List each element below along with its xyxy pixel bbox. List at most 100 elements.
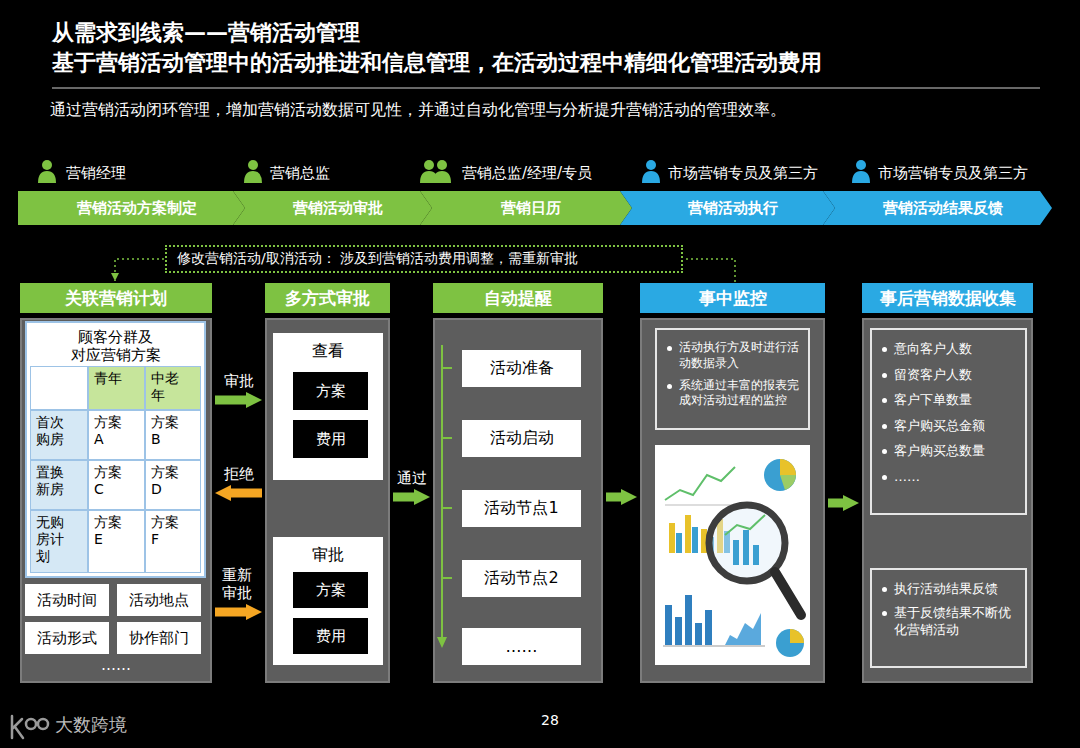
bullet-box: 活动执行方及时进行活动数据录入系统通过丰富的报表完成对活动过程的监控: [655, 328, 810, 430]
block-arrow: [215, 396, 246, 405]
note-box: 修改营销活动/取消活动： 涉及到营销活动费用调整，需重新审批: [165, 245, 683, 273]
bullet-dot: [882, 398, 887, 403]
note-label: ……: [20, 656, 212, 674]
bullet-dot: [882, 587, 887, 592]
bullet-box: 意向客户人数留资客户人数客户下单数量客户购买总金额客户购买总数量……: [870, 328, 1027, 515]
report-illustration: [655, 445, 810, 665]
bullet-dot: [882, 424, 887, 429]
reminder-step: 活动节点2: [462, 560, 581, 597]
item-box: 方案: [293, 572, 368, 608]
approval-group: 审批方案费用: [273, 537, 383, 665]
bullet-dot: [882, 611, 887, 616]
bullet-dot: [882, 347, 887, 352]
item-box: 费用: [293, 420, 368, 458]
role-label: 营销总监/经理/专员: [462, 164, 592, 182]
table-cell: 无购房计划: [30, 510, 88, 573]
node-text: 费用: [316, 627, 346, 646]
node-text: 活动节点1: [484, 498, 558, 519]
table-cell: 首次购房: [30, 410, 88, 460]
block-arrow: [828, 499, 843, 508]
node-text: 营销日历: [501, 199, 561, 218]
node-text: 活动地点: [129, 591, 189, 610]
block-arrow: [393, 493, 414, 502]
node-text: 顾客分群及 对应营销方案: [56, 328, 176, 364]
reminder-step: 活动节点1: [462, 490, 581, 527]
node-text: 营销活动方案制定: [77, 199, 197, 218]
bullet-dot: [667, 346, 672, 351]
process-chevron: 营销活动方案制定: [18, 191, 245, 225]
bullet-dot: [882, 373, 887, 378]
process-chevron: 营销日历: [420, 191, 632, 225]
field-box: 活动地点: [117, 584, 201, 616]
bullet-text: 客户下单数量: [880, 391, 1019, 409]
table-cell: 中老年: [145, 366, 201, 410]
arrow-label: 重新审批: [222, 566, 255, 602]
bullet-text: ……: [880, 468, 1019, 486]
node-text: 营销活动审批: [293, 199, 383, 218]
node-text: 协作部门: [129, 629, 189, 648]
column-panel: 多方式审批查看方案费用审批方案费用: [265, 283, 390, 683]
node-text: 修改营销活动/取消活动： 涉及到营销活动费用调整，需重新审批: [177, 250, 578, 268]
watermark-logo: [12, 716, 48, 738]
column-header: 关联营销计划: [20, 283, 212, 313]
person-icons: [38, 160, 451, 183]
reminder-step: ……: [462, 628, 581, 665]
table-corner-cell: [30, 366, 88, 410]
approval-group: 查看方案费用: [273, 333, 383, 480]
field-box: 活动时间: [25, 584, 109, 616]
node-text: 营销活动结果反馈: [883, 199, 1003, 218]
bullet-text: 意向客户人数: [880, 340, 1019, 358]
bullet-dot: [667, 384, 672, 389]
title: 从需求到线索——营销活动管理: [52, 20, 360, 46]
block-arrow: [231, 489, 262, 498]
column-panel: 自动提醒活动准备活动启动活动节点1 活动节点2 ……: [433, 283, 603, 683]
chevron-fill: [233, 191, 432, 225]
node-text: 方案: [316, 382, 346, 401]
chevron-fill: [18, 191, 245, 225]
note-label: 28: [530, 712, 570, 729]
bullet-dot: [882, 475, 887, 480]
bullet-text: 基于反馈结果不断优化营销活动: [880, 604, 1019, 639]
table-cell: 方案D: [145, 460, 201, 510]
bullet-dot: [882, 449, 887, 454]
node-text: 审批: [273, 545, 383, 566]
table-cell: 青年: [88, 366, 145, 410]
node-text: 费用: [316, 430, 346, 449]
column-panel: 事后营销数据收集意向客户人数留资客户人数客户下单数量客户购买总金额客户购买总数量…: [862, 283, 1033, 683]
note-label: 大数跨境: [55, 714, 127, 736]
node-text: 方案: [316, 581, 346, 600]
table-cell: 置换新房: [30, 460, 88, 510]
field-box: 活动形式: [25, 622, 109, 654]
table-cell: 方案E: [88, 510, 145, 573]
node-text: 查看: [273, 341, 383, 362]
node-text: 活动节点2: [484, 568, 558, 589]
node-text: 活动启动: [490, 428, 554, 449]
person-icons: [642, 160, 870, 183]
block-arrow: [606, 493, 621, 502]
role-label: 营销经理: [66, 164, 126, 182]
bullet-text: 执行活动结果反馈: [880, 580, 1019, 598]
role-label: 市场营销专员及第三方: [878, 164, 1028, 182]
arrow-label: 通过: [397, 469, 427, 487]
role-label: 营销总监: [270, 164, 330, 182]
role-label: 市场营销专员及第三方: [668, 164, 818, 182]
chevron-fill: [823, 191, 1052, 225]
bullet-text: 活动执行方及时进行活动数据录入: [665, 340, 802, 372]
table-cell: 方案B: [145, 410, 201, 460]
dotted-connector: [684, 259, 735, 282]
table-cell: 方案F: [145, 510, 201, 573]
intro-text: 通过营销活动闭环管理，增加营销活动数据可见性，并通过自动化管理与分析提升营销活动…: [50, 100, 786, 119]
arrow-label: 审批: [224, 372, 254, 390]
node-text: 活动时间: [37, 591, 97, 610]
timeline-symbol: [437, 345, 457, 655]
block-arrow: [215, 608, 246, 617]
process-chevron: 营销活动审批: [233, 191, 432, 225]
subtitle: 基于营销活动管理中的活动推进和信息管理，在活动过程中精细化管理活动费用: [52, 50, 822, 76]
column-header: 自动提醒: [433, 283, 603, 313]
table-cell: 方案C: [88, 460, 145, 510]
node-text: 活动准备: [490, 358, 554, 379]
column-header: 事中监控: [640, 283, 825, 313]
bullet-text: 客户购买总数量: [880, 442, 1019, 460]
column-panel: 事中监控活动执行方及时进行活动数据录入系统通过丰富的报表完成对活动过程的监控: [640, 283, 825, 683]
chevron-fill: [420, 191, 632, 225]
